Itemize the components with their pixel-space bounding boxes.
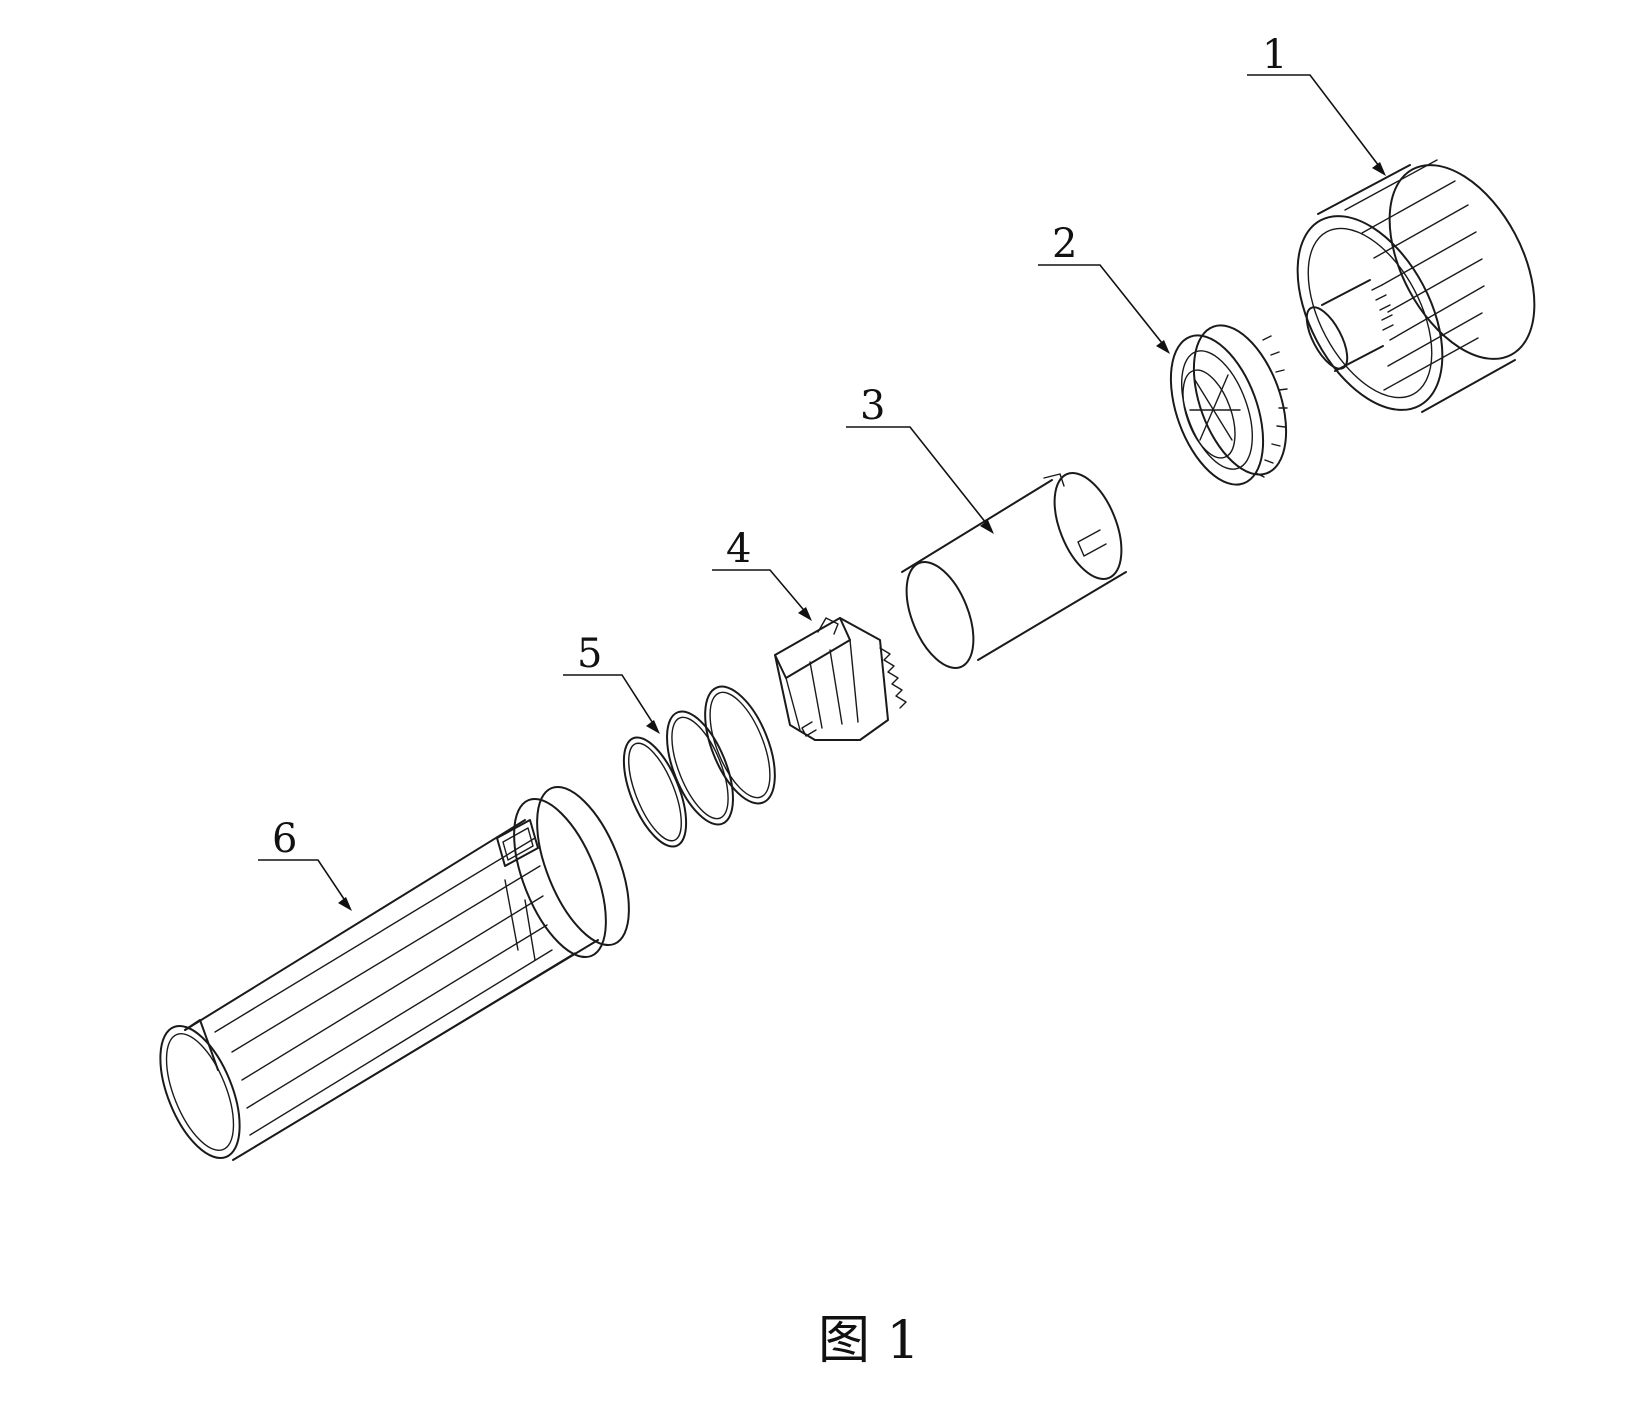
part-5-spring (622, 685, 776, 848)
part-2-gear-ring (1169, 324, 1288, 486)
part-label-5: 5 (577, 631, 602, 677)
part-label-6: 6 (272, 816, 297, 862)
part-label-3: 3 (860, 383, 885, 429)
leader-lines (258, 74, 1386, 911)
part-1-knurled-cap (1296, 159, 1536, 413)
part-6-ribbed-sleeve (159, 785, 630, 1161)
part-3-tube (901, 472, 1127, 669)
figure-caption: 图 1 (818, 1311, 920, 1371)
part-4-latch (774, 617, 907, 741)
part-label-2: 2 (1052, 221, 1077, 267)
part-label-1: 1 (1262, 32, 1287, 78)
part-label-4: 4 (726, 526, 751, 572)
